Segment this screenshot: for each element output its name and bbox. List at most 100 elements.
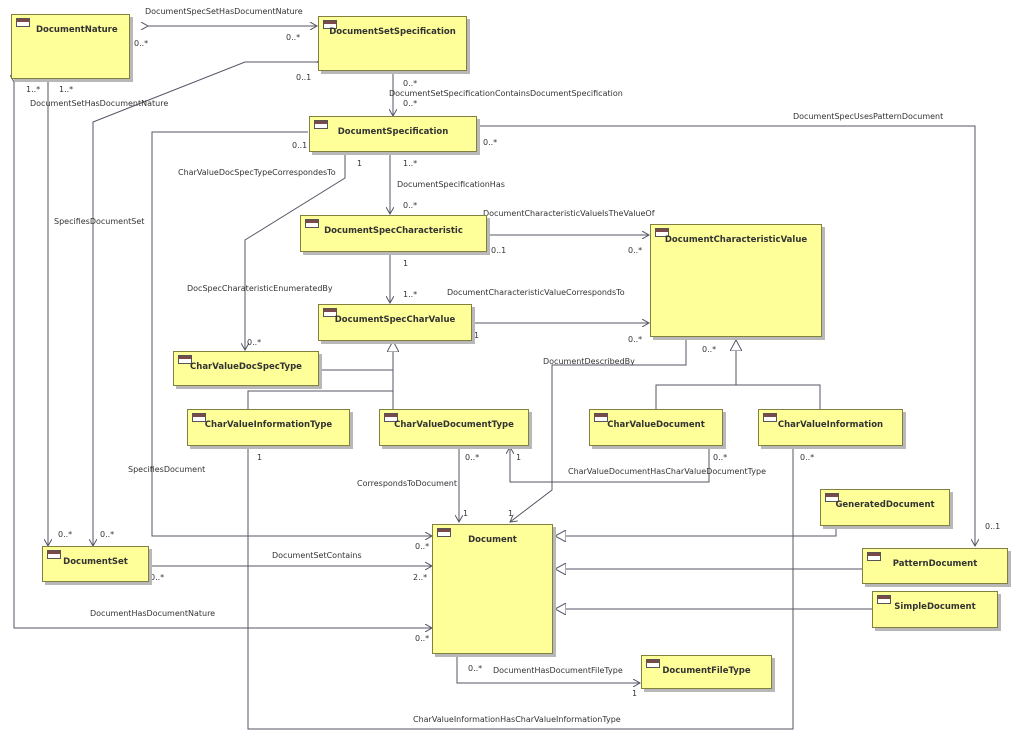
class-icon (323, 20, 337, 29)
mult: 0..* (702, 345, 716, 354)
class-name: DocumentFileType (662, 666, 751, 676)
class-icon (655, 228, 669, 237)
class-icon (323, 308, 337, 317)
mult: 1..* (59, 85, 73, 94)
class-name: CharValueDocument (607, 420, 705, 430)
mult: 1 (357, 159, 362, 168)
class-icon (877, 595, 891, 604)
mult: 0..* (150, 573, 164, 582)
mult: 1 (463, 509, 468, 518)
class-name: CharValueInformationType (204, 420, 333, 430)
mult: 1..* (26, 85, 40, 94)
class-document-set-specification[interactable]: DocumentSetSpecification (318, 16, 467, 71)
class-document-spec-char-value[interactable]: DocumentSpecCharValue (318, 304, 472, 341)
class-char-value-information[interactable]: CharValueInformation (758, 409, 903, 446)
mult: 0..* (100, 530, 114, 539)
mult: 1 (516, 453, 521, 462)
class-name: GeneratedDocument (835, 500, 935, 510)
label-corresponds-to-doc: CorrespondsToDocument (357, 479, 457, 488)
label-charvaluedoc-type: CharValueDocumentHasCharValueDocumentTyp… (568, 467, 766, 476)
class-name: DocumentSetSpecification (329, 27, 456, 37)
assoc-doc-has-nature (14, 82, 432, 628)
class-icon (16, 18, 30, 27)
mult: 1 (257, 453, 262, 462)
label-spec-has: DocumentSpecificationHas (397, 180, 505, 189)
mult: 0..* (628, 246, 642, 255)
class-document-file-type[interactable]: DocumentFileType (641, 655, 772, 689)
class-name: DocumentNature (36, 25, 118, 35)
label-charvalueinfo-type: CharValueInformationHasCharValueInformat… (413, 715, 621, 724)
class-icon (763, 413, 777, 422)
class-pattern-document[interactable]: PatternDocument (862, 548, 1008, 584)
class-icon (384, 413, 398, 422)
class-name: CharValueInformation (777, 420, 884, 430)
class-document-spec-characteristic[interactable]: DocumentSpecCharacteristic (300, 215, 487, 252)
assoc-charvaluedoc-type (510, 446, 709, 483)
class-icon (192, 413, 206, 422)
class-document[interactable]: Document (432, 524, 553, 654)
class-icon (646, 659, 660, 668)
class-document-specification[interactable]: DocumentSpecification (309, 116, 477, 152)
mult: 0..* (628, 335, 642, 344)
gen-line-c (655, 384, 821, 409)
mult: 0..* (465, 453, 479, 462)
mult: 1 (403, 259, 408, 268)
label-specifies-docset: SpecifiesDocumentSet (54, 217, 144, 226)
mult: 0..* (713, 453, 727, 462)
mult: 0..* (483, 138, 497, 147)
class-icon (47, 550, 61, 559)
label-described-by: DocumentDescribedBy (543, 357, 635, 366)
class-name: DocumentCharacteristicValue (664, 235, 808, 245)
class-generated-document[interactable]: GeneratedDocument (820, 489, 950, 526)
label-docset-contains: DocumentSetContains (272, 551, 362, 560)
assoc-doc-filetype (457, 655, 640, 683)
mult: 1 (632, 689, 637, 698)
label-doc-has-nature: DocumentHasDocumentNature (90, 609, 215, 618)
assoc-charvalueinfo-type (247, 446, 794, 730)
class-icon (825, 493, 839, 502)
class-name: CharValueDocSpecType (190, 362, 302, 372)
class-icon (437, 528, 451, 537)
label-spec-uses-pattern: DocumentSpecUsesPatternDocument (793, 112, 943, 121)
mult: 0..1 (296, 73, 311, 82)
class-document-set[interactable]: DocumentSet (42, 546, 149, 582)
class-name: Document (468, 535, 517, 545)
class-document-nature[interactable]: DocumentNature (11, 14, 130, 79)
class-name: DocumentSpecification (337, 127, 449, 137)
class-name: CharValueDocumentType (394, 420, 514, 430)
label-setspec-contains: DocumentSetSpecificationContainsDocument… (389, 89, 623, 98)
mult: 0..* (800, 453, 814, 462)
mult: 0..* (403, 79, 417, 88)
mult: 0..* (58, 530, 72, 539)
class-name: SimpleDocument (894, 602, 976, 612)
class-icon (178, 355, 192, 364)
class-icon (867, 552, 881, 561)
class-char-value-document[interactable]: CharValueDocument (589, 409, 723, 446)
label-enumerated-by: DocSpecCharateristicEnumeratedBy (187, 284, 333, 293)
class-name: DocumentSpecCharacteristic (324, 226, 463, 236)
class-char-value-information-type[interactable]: CharValueInformationType (187, 409, 350, 446)
mult: 0..* (415, 542, 429, 551)
label-isvalueof: DocumentCharacteristicValueIsTheValueOf (483, 209, 655, 218)
gen-line-b (247, 390, 393, 409)
class-simple-document[interactable]: SimpleDocument (872, 591, 998, 628)
label-charvaluedocspectype: CharValueDocSpecTypeCorrespondesTo (178, 168, 336, 177)
gen-generated-to-doc (555, 526, 837, 536)
mult: 0..* (286, 33, 300, 42)
class-document-characteristic-value[interactable]: DocumentCharacteristicValue (650, 224, 822, 337)
mult: 0..* (403, 201, 417, 210)
class-char-value-document-type[interactable]: CharValueDocumentType (379, 409, 529, 446)
label-docsethasnature: DocumentSetHasDocumentNature (30, 99, 168, 108)
mult: 0..1 (292, 141, 307, 150)
mult: 1 (508, 509, 513, 518)
class-name: DocumentSpecCharValue (334, 315, 456, 325)
class-icon (305, 219, 319, 228)
mult: 0..* (134, 39, 148, 48)
mult: 0..* (247, 338, 261, 347)
mult: 0..* (415, 634, 429, 643)
mult: 1..* (403, 159, 417, 168)
label-doc-filetype: DocumentHasDocumentFileType (493, 666, 623, 675)
class-char-value-doc-spec-type[interactable]: CharValueDocSpecType (173, 351, 319, 386)
